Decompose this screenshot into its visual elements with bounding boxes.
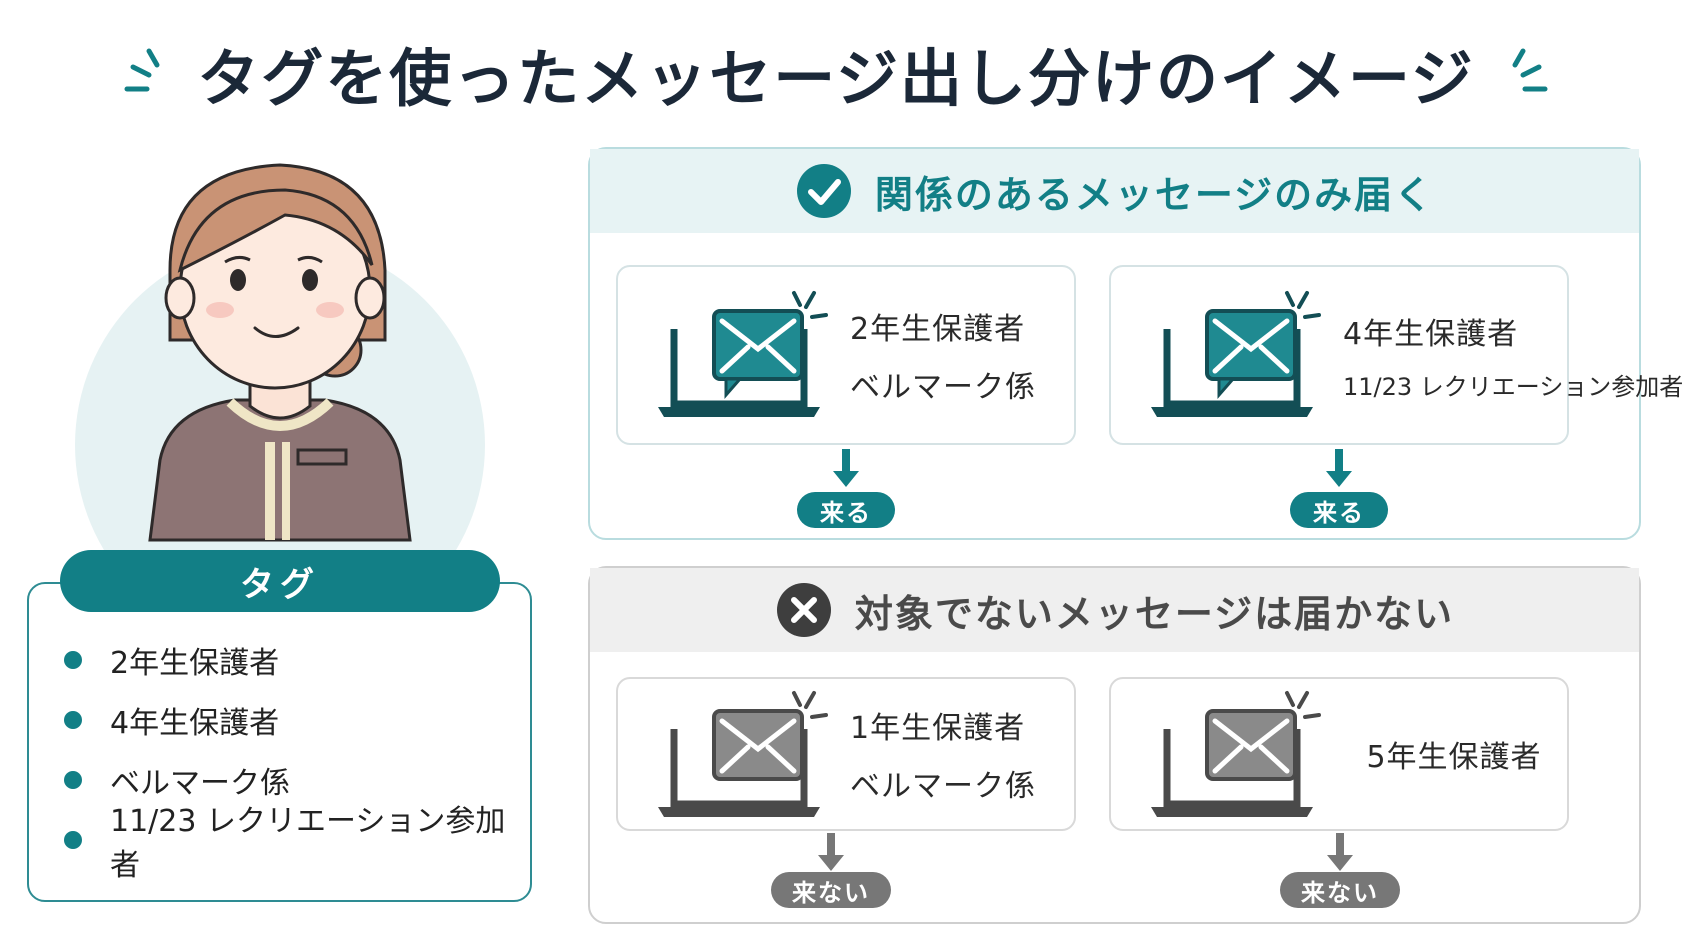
- card-tag: 5年生保護者: [1366, 740, 1542, 775]
- laptop-mail-icon: [1151, 691, 1321, 817]
- result-badge: 来ない: [771, 872, 891, 908]
- bullet-icon: [64, 711, 82, 729]
- result-badge: 来る: [1290, 492, 1388, 528]
- not-delivered-panel-header: 対象でないメッセージは届かない: [590, 568, 1639, 652]
- arrow-down-icon: [1327, 833, 1353, 871]
- check-circle-icon: [796, 164, 851, 218]
- laptop-mail-icon: [658, 291, 828, 417]
- list-item: ベルマーク係: [64, 750, 524, 810]
- result-badge: 来る: [797, 492, 895, 528]
- card-tag: 2年生保護者: [850, 312, 1026, 347]
- tag-label: 4年生保護者: [110, 706, 280, 741]
- tag-header: タグ: [60, 550, 500, 612]
- card-tag: 1年生保護者: [850, 711, 1026, 746]
- delivered-panel: 関係のあるメッセージのみ届く 2年生保護者 ベルマーク係: [588, 147, 1683, 540]
- bullet-icon: [64, 771, 82, 789]
- parent-avatar-icon: [148, 163, 412, 542]
- list-item: 2年生保護者: [64, 630, 524, 690]
- sparkle-lines-icon: [1512, 48, 1548, 92]
- card-tag: 11/23 レクリエーション参加者: [1343, 372, 1683, 401]
- cross-circle-icon: [776, 583, 831, 637]
- sparkle-lines-icon: [124, 48, 160, 92]
- result-badge: 来ない: [1280, 872, 1400, 908]
- tag-list: 2年生保護者 4年生保護者 ベルマーク係 11/23 レクリエーション参加者: [64, 630, 524, 883]
- laptop-mail-icon: [658, 691, 828, 817]
- bullet-icon: [64, 651, 82, 669]
- title-text: タグを使ったメッセージ出し分けのイメージ: [197, 42, 1475, 115]
- arrow-down-icon: [818, 833, 844, 871]
- list-item: 4年生保護者: [64, 690, 524, 750]
- not-delivered-panel-title: 対象でないメッセージは届かない: [854, 591, 1455, 636]
- not-delivered-panel: 対象でないメッセージは届かない 1年生保護者 ベルマーク係 5年: [588, 566, 1641, 924]
- bullet-icon: [64, 831, 82, 849]
- list-item: 11/23 レクリエーション参加者: [64, 804, 524, 883]
- message-card: 1年生保護者 ベルマーク係: [616, 677, 1076, 831]
- arrow-down-icon: [833, 449, 859, 487]
- tag-label: 11/23 レクリエーション参加者: [110, 804, 506, 883]
- tag-label: 2年生保護者: [110, 646, 280, 681]
- card-tag: ベルマーク係: [850, 769, 1036, 804]
- message-card: 2年生保護者 ベルマーク係: [616, 265, 1076, 445]
- page-title: タグを使ったメッセージ出し分けのイメージ: [0, 28, 1672, 118]
- message-card: 5年生保護者: [1109, 677, 1569, 831]
- message-card: 4年生保護者 11/23 レクリエーション参加者: [1109, 265, 1683, 445]
- delivered-panel-title: 関係のあるメッセージのみ届く: [874, 172, 1435, 217]
- delivered-panel-header: 関係のあるメッセージのみ届く: [590, 149, 1639, 233]
- laptop-mail-icon: [1151, 291, 1321, 417]
- tag-label: ベルマーク係: [110, 766, 290, 801]
- arrow-down-icon: [1326, 449, 1352, 487]
- card-tag: ベルマーク係: [850, 370, 1036, 405]
- card-tag: 4年生保護者: [1343, 316, 1519, 352]
